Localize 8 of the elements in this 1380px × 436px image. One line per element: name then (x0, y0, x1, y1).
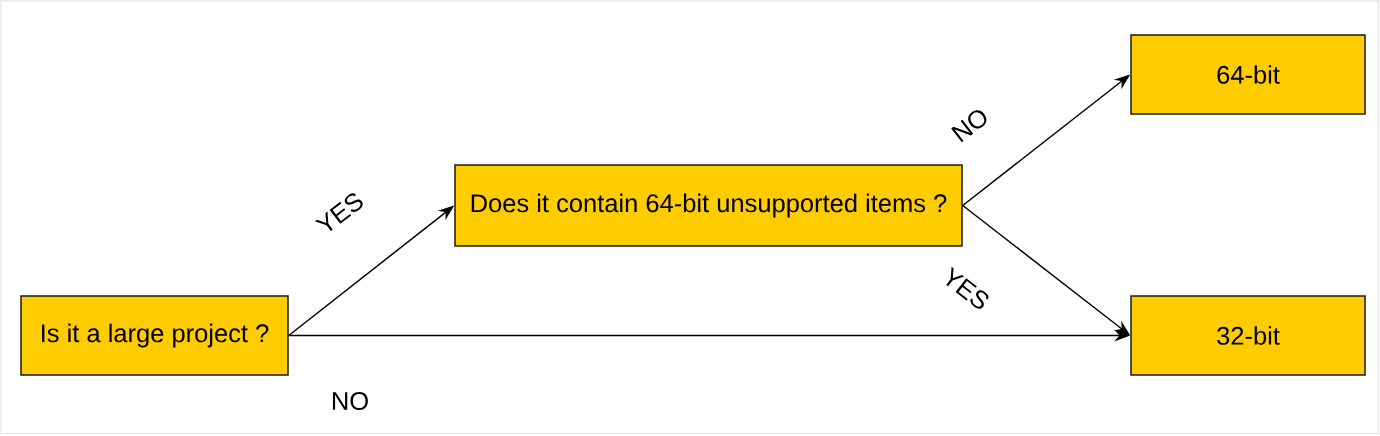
question-box: Does it contain 64-bit unsupported items ? (454, 164, 963, 247)
edge-label: NO (947, 104, 993, 146)
question-box: Is it a large project ? (20, 295, 289, 376)
result-box: 64-bit (1130, 34, 1366, 115)
result-box: 32-bit (1130, 295, 1366, 376)
edge-label: YES (938, 264, 994, 314)
edge-label: YES (312, 188, 368, 238)
edge-label: NO (329, 390, 371, 411)
